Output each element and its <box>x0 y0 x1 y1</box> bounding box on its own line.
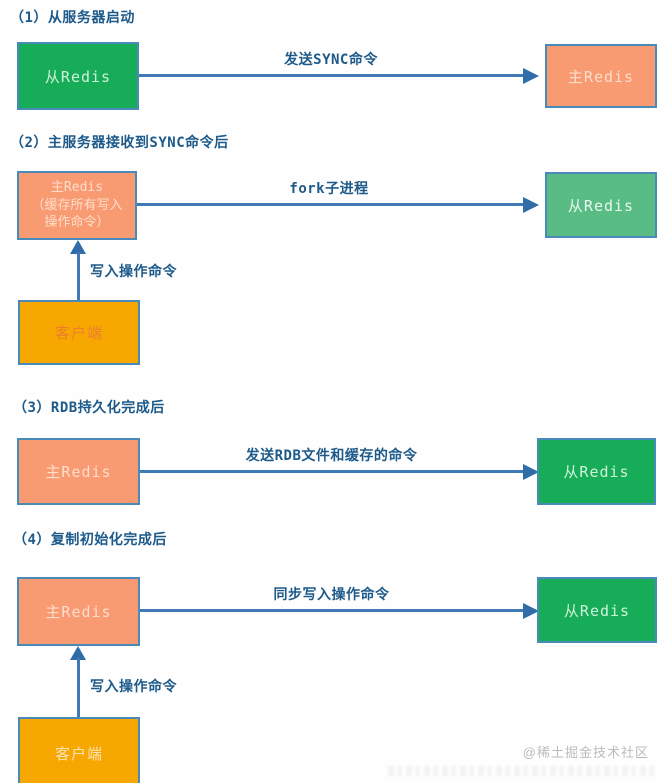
section-1-arrow-line <box>139 74 523 77</box>
section-3-title: （3）RDB持久化完成后 <box>13 400 165 416</box>
section-2-arrowhead-right-icon <box>523 197 539 213</box>
section-4-client-arrow-label: 写入操作命令 <box>90 679 177 695</box>
section-2-slave-redis-box: 从Redis <box>545 172 657 238</box>
section-2-client-arrow-label: 写入操作命令 <box>90 264 177 280</box>
section-2-arrow-line <box>137 203 523 206</box>
section-3-master-redis-box: 主Redis <box>17 438 140 505</box>
section-4-arrowhead-right-icon <box>523 603 539 619</box>
section-2-client-box: 客户端 <box>18 300 140 365</box>
section-4-slave-redis-box: 从Redis <box>537 577 657 643</box>
section-4-arrowhead-up-icon <box>70 646 86 660</box>
section-1-arrow-label: 发送SYNC命令 <box>284 52 378 68</box>
faint-url-watermark <box>388 766 658 776</box>
section-2-arrowhead-up-icon <box>70 240 86 254</box>
section-4-client-arrow-line <box>77 658 80 717</box>
section-4-title: （4）复制初始化完成后 <box>13 532 167 548</box>
section-2-arrow-label: fork子进程 <box>289 181 369 197</box>
section-2-title: （2）主服务器接收到SYNC命令后 <box>10 135 229 151</box>
section-3-arrow-line <box>140 470 523 473</box>
juejin-watermark: @稀土掘金技术社区 <box>522 745 649 760</box>
section-3-slave-redis-box: 从Redis <box>537 438 656 505</box>
section-1-title: （1）从服务器启动 <box>10 10 135 26</box>
section-2-client-arrow-line <box>77 252 80 300</box>
section-2-master-redis-box: 主Redis （缓存所有写入 操作命令） <box>17 171 137 240</box>
section-1-master-redis-box: 主Redis <box>545 44 657 108</box>
section-4-client-box: 客户端 <box>18 717 140 783</box>
section-4-master-redis-box: 主Redis <box>17 577 140 646</box>
section-4-arrow-line <box>140 609 523 612</box>
section-1-arrowhead-right-icon <box>523 68 539 84</box>
section-3-arrowhead-right-icon <box>523 464 539 480</box>
section-3-arrow-label: 发送RDB文件和缓存的命令 <box>245 448 418 464</box>
section-1-slave-redis-box: 从Redis <box>17 42 139 110</box>
section-4-arrow-label: 同步写入操作命令 <box>273 587 390 603</box>
